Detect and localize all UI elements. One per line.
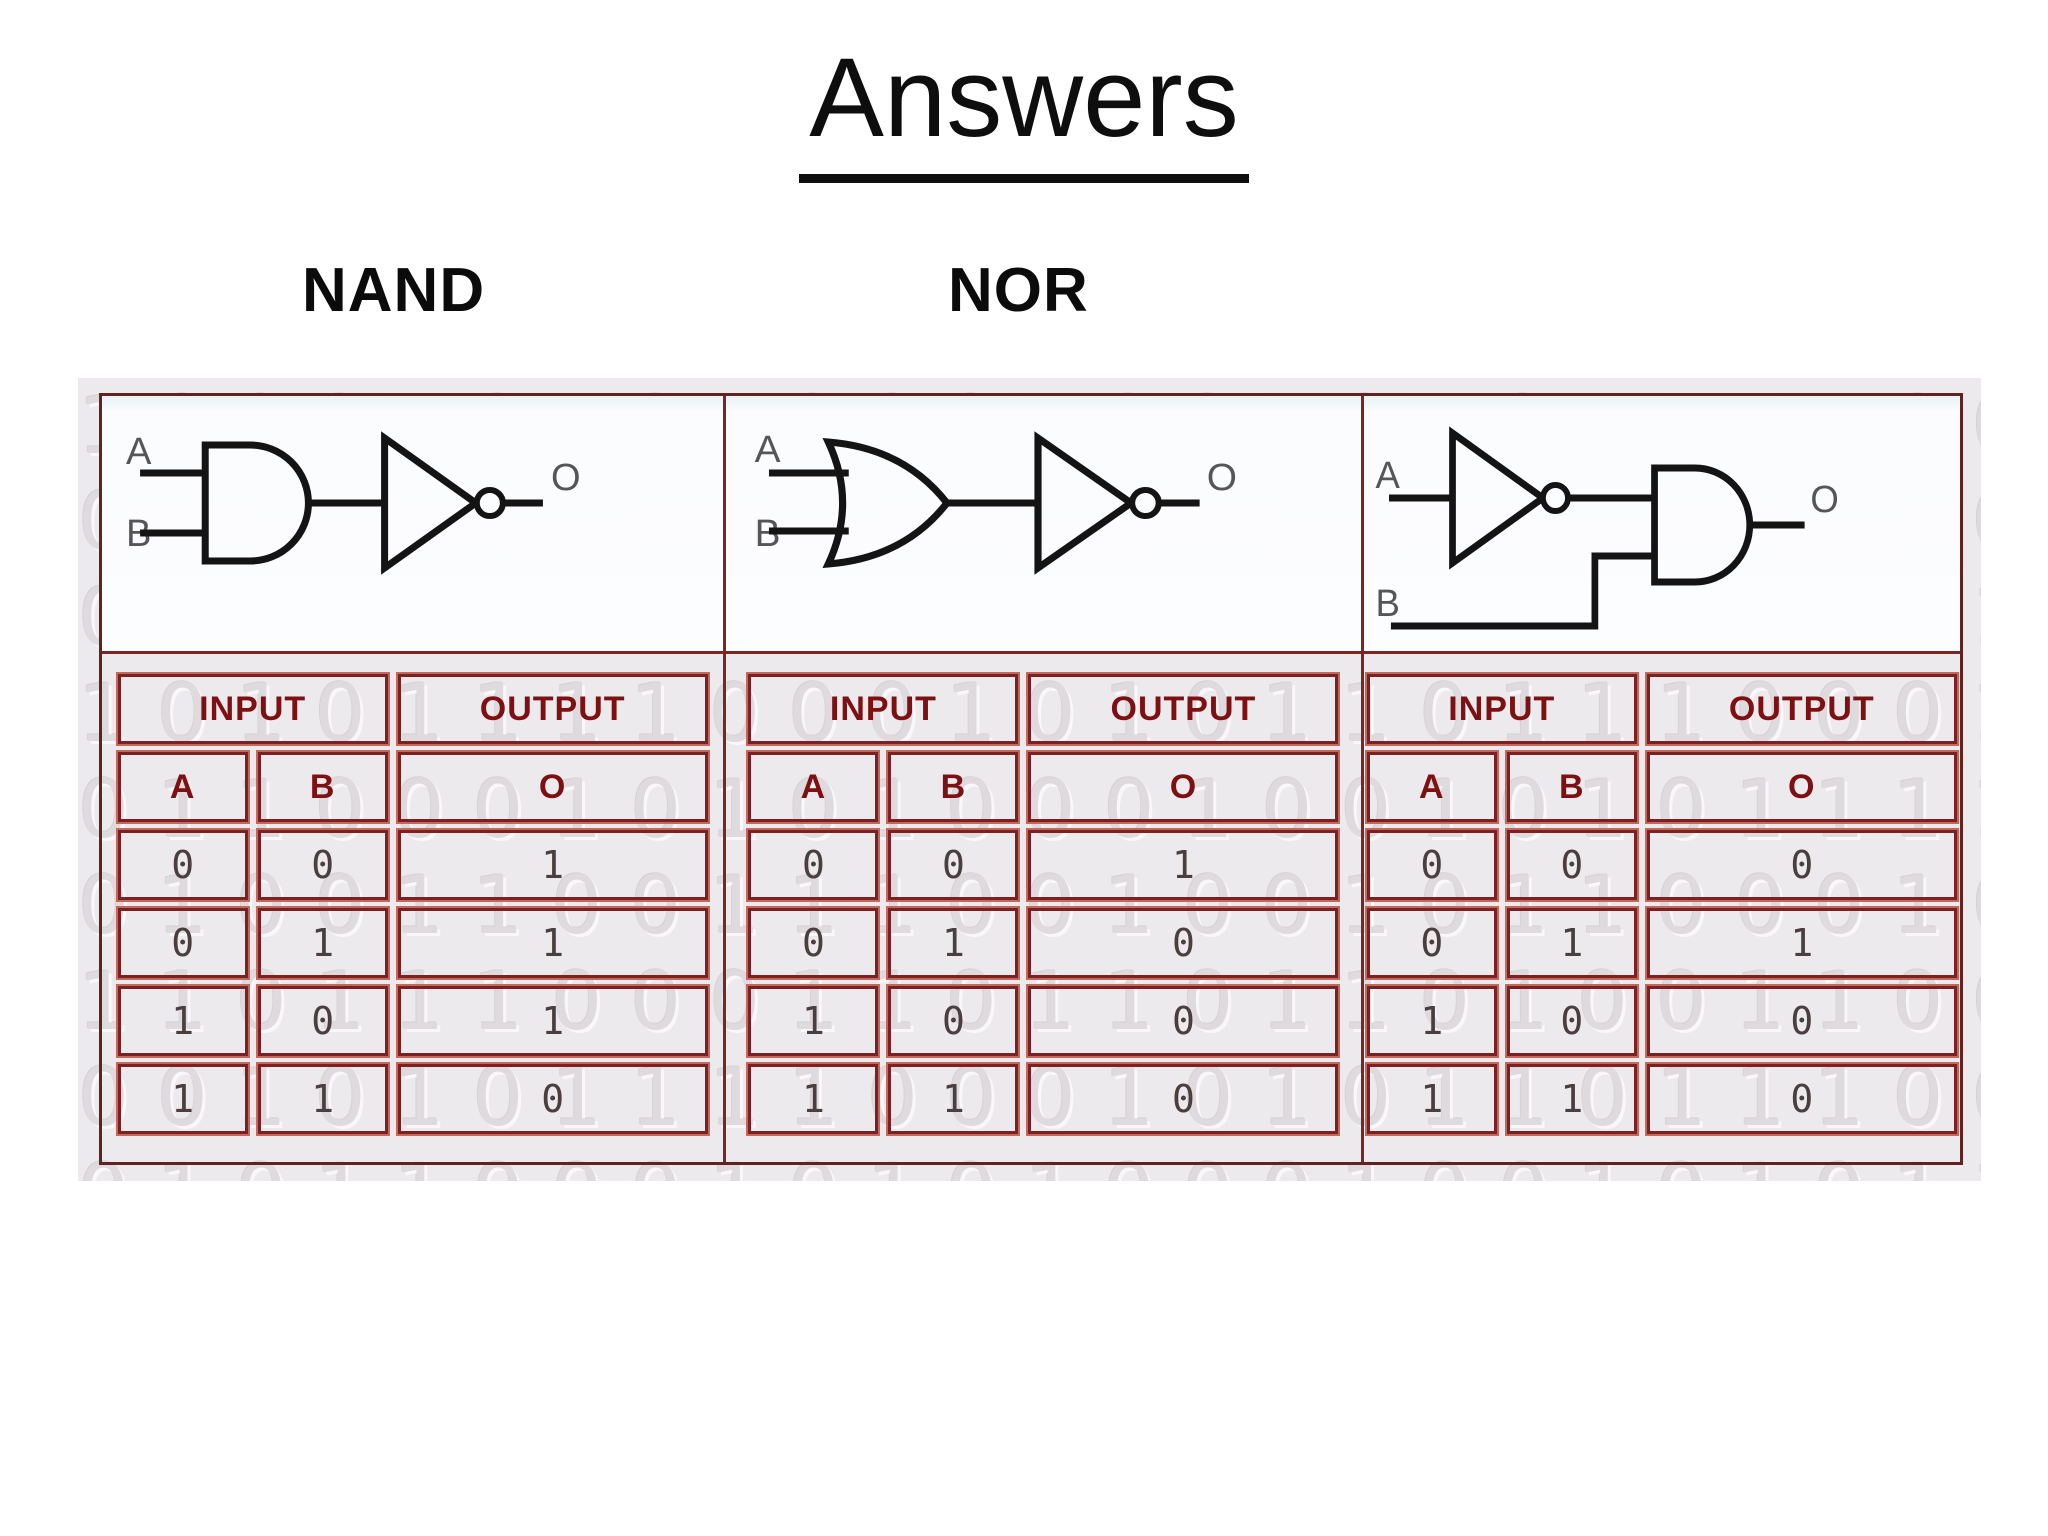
truth-table-cell: 1 xyxy=(1506,1064,1637,1134)
truth-table-cell: 1 xyxy=(397,908,708,978)
not-a-and-b-circuit-diagram: A B O xyxy=(1363,396,1960,654)
input-a-label: A xyxy=(126,431,152,473)
truth-table-cell: 0 xyxy=(1646,986,1957,1056)
truth-table-cell: 0 xyxy=(1028,986,1339,1056)
nor-truth-table: INPUT OUTPUT A B O 0 0 1 0 1 0 1 0 0 1 1 xyxy=(748,674,1339,1134)
col-a-header-cell: A xyxy=(748,752,879,822)
truth-table-cell: 1 xyxy=(748,986,879,1056)
truth-table-cell: 0 xyxy=(1646,1064,1957,1134)
truth-table-cell: 0 xyxy=(1506,986,1637,1056)
column-nand: A B O INPUT OUTPUT A B xyxy=(102,396,724,1162)
not-gate-icon xyxy=(1448,426,1549,570)
label-nor: NOR xyxy=(948,256,1089,325)
or-gate-icon xyxy=(822,438,952,568)
and-gate-icon xyxy=(1650,464,1753,586)
not-a-and-b-table-area: INPUT OUTPUT A B O 0 0 0 0 1 1 1 0 0 1 1 xyxy=(1364,654,1960,1162)
col-o-header-cell: O xyxy=(1028,752,1339,822)
output-header-cell: OUTPUT xyxy=(1646,674,1957,744)
not-gate-icon xyxy=(381,431,482,575)
output-header-cell: OUTPUT xyxy=(397,674,708,744)
page-title: Answers xyxy=(799,28,1249,183)
inverter-bubble-icon xyxy=(473,487,506,519)
input-a-label: A xyxy=(1375,453,1400,496)
truth-table-cell: 0 xyxy=(1028,908,1339,978)
truth-table-cell: 1 xyxy=(257,1064,388,1134)
truth-table-cell: 1 xyxy=(1646,908,1957,978)
truth-table-cell: 1 xyxy=(397,986,708,1056)
column-nor: A B O INPUT OUTPUT A B xyxy=(723,396,1361,1162)
truth-table-cell: 1 xyxy=(117,986,248,1056)
truth-table-cell: 0 xyxy=(888,986,1019,1056)
truth-table-cell: 0 xyxy=(1506,830,1637,900)
truth-table-cell: 0 xyxy=(397,1064,708,1134)
slide-header: Answers xyxy=(0,28,2048,183)
nor-circuit-diagram: A B O xyxy=(726,396,1361,654)
not-a-and-b-circuit-svg: A B O xyxy=(1375,426,1838,630)
truth-table-cell: 1 xyxy=(1366,986,1497,1056)
col-b-header-cell: B xyxy=(888,752,1019,822)
truth-table-cell: 1 xyxy=(748,1064,879,1134)
inverter-bubble-icon xyxy=(1129,487,1163,519)
truth-table-cell: 1 xyxy=(888,908,1019,978)
nor-table-area: INPUT OUTPUT A B O 0 0 1 0 1 0 1 0 0 1 1 xyxy=(726,654,1360,1162)
truth-table-cell: 1 xyxy=(397,830,708,900)
output-o-label: O xyxy=(551,457,581,499)
truth-table-cell: 0 xyxy=(1646,830,1957,900)
truth-table-cell: 1 xyxy=(1506,908,1637,978)
column-not-a-and-b: A B O INPUT OUTPUT A B xyxy=(1360,396,1960,1162)
truth-table-cell: 0 xyxy=(257,830,388,900)
col-b-header-cell: B xyxy=(257,752,388,822)
truth-table-cell: 0 xyxy=(748,908,879,978)
output-header-cell: OUTPUT xyxy=(1028,674,1339,744)
truth-table-cell: 0 xyxy=(1028,1064,1339,1134)
col-a-header-cell: A xyxy=(117,752,248,822)
input-header-cell: INPUT xyxy=(1366,674,1637,744)
input-header-cell: INPUT xyxy=(117,674,388,744)
inverter-bubble-icon xyxy=(1539,482,1571,514)
truth-table-cell: 1 xyxy=(1028,830,1339,900)
answers-panel: 10001010100010010101111000 0011001110010… xyxy=(78,378,1981,1181)
input-b-label: B xyxy=(1375,581,1399,624)
col-o-header-cell: O xyxy=(1646,752,1957,822)
not-gate-icon xyxy=(1034,431,1138,575)
nand-circuit-diagram: A B O xyxy=(102,396,724,654)
and-gate-icon xyxy=(201,441,312,565)
truth-table-cell: 0 xyxy=(117,908,248,978)
truth-table-cell: 1 xyxy=(888,1064,1019,1134)
wire-input-b xyxy=(1390,552,1656,630)
nand-circuit-svg: A B O xyxy=(126,431,581,575)
output-o-label: O xyxy=(1207,456,1237,499)
col-b-header-cell: B xyxy=(1506,752,1637,822)
truth-table-cell: 0 xyxy=(117,830,248,900)
output-o-label: O xyxy=(1810,477,1838,520)
panel-border-box: A B O INPUT OUTPUT A B xyxy=(99,393,1963,1165)
truth-table-cell: 0 xyxy=(1366,908,1497,978)
label-nand: NAND xyxy=(302,256,486,325)
truth-table-cell: 1 xyxy=(117,1064,248,1134)
truth-table-cell: 0 xyxy=(748,830,879,900)
nand-truth-table: INPUT OUTPUT A B O 0 0 1 0 1 1 1 0 1 1 1 xyxy=(117,674,708,1134)
nor-circuit-svg: A B O xyxy=(755,428,1237,575)
input-a-label: A xyxy=(755,428,781,471)
truth-table-cell: 1 xyxy=(257,908,388,978)
col-o-header-cell: O xyxy=(397,752,708,822)
nand-table-area: INPUT OUTPUT A B O 0 0 1 0 1 1 1 0 1 1 1 xyxy=(102,654,723,1162)
truth-table-cell: 0 xyxy=(257,986,388,1056)
input-header-cell: INPUT xyxy=(748,674,1019,744)
col-a-header-cell: A xyxy=(1366,752,1497,822)
truth-table-cell: 0 xyxy=(888,830,1019,900)
truth-table-cell: 1 xyxy=(1366,1064,1497,1134)
not-a-and-b-truth-table: INPUT OUTPUT A B O 0 0 0 0 1 1 1 0 0 1 1 xyxy=(1366,674,1957,1134)
truth-table-cell: 0 xyxy=(1366,830,1497,900)
